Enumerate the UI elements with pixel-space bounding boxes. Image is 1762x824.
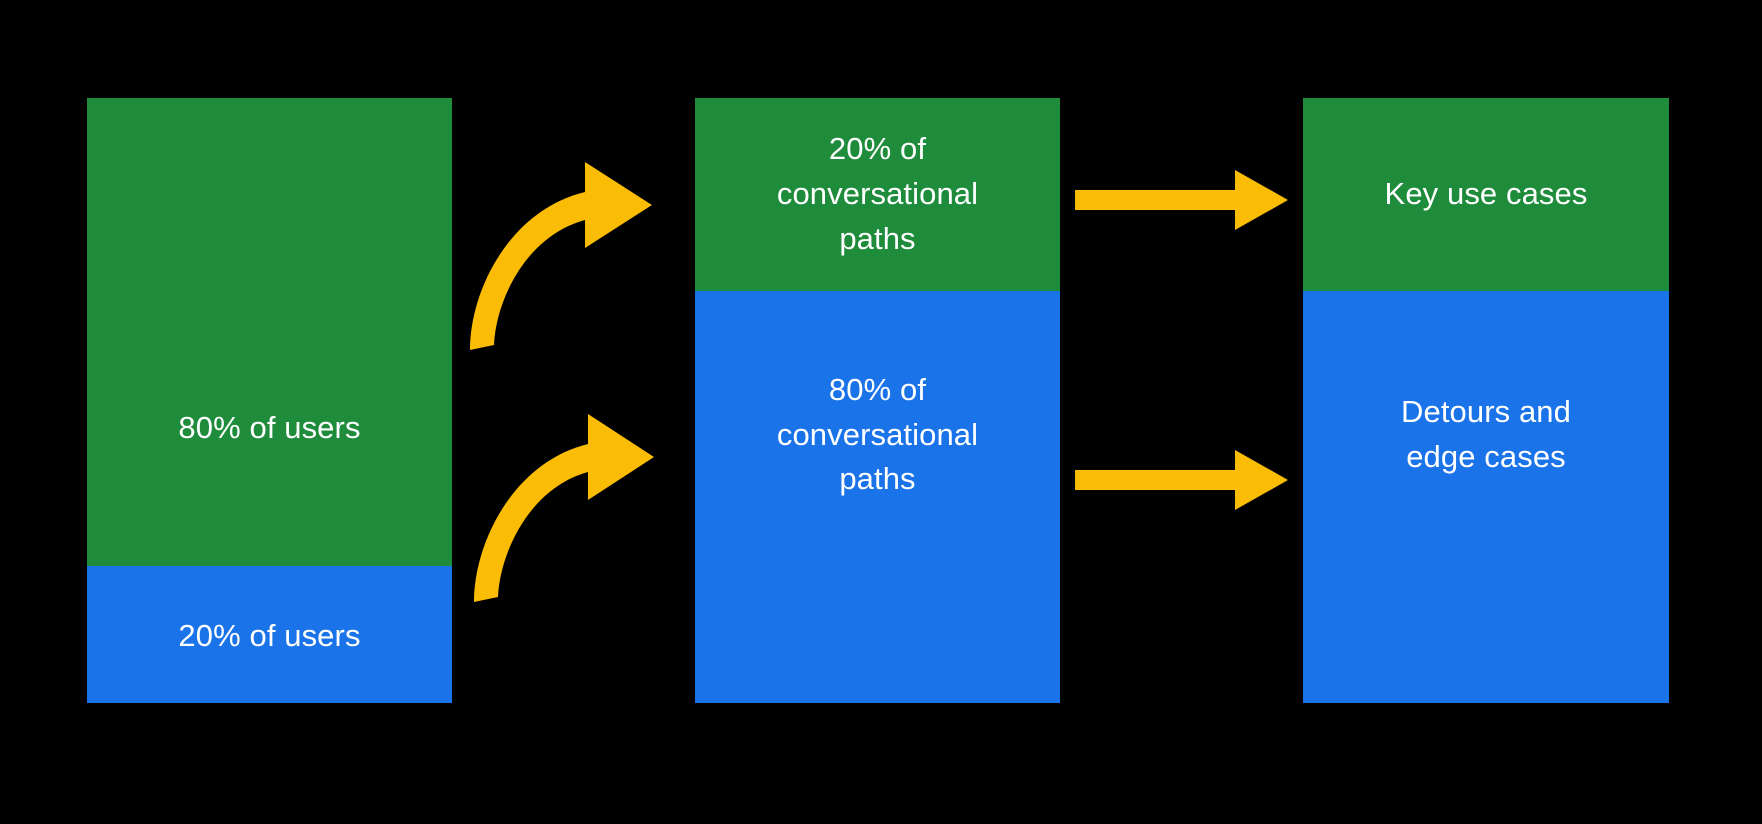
segment-paths-blue: 80% of conversational paths — [695, 291, 1060, 703]
segment-label-detours-and-edge-cases: Detours and edge cases — [1401, 394, 1571, 474]
column-users: 80% of users 20% of users — [87, 98, 452, 703]
curved-arrow-up-icon-2 — [474, 414, 654, 602]
segment-label-80-percent-users: 80% of users — [178, 409, 361, 445]
segment-label-20-percent-users: 20% of users — [178, 618, 361, 654]
curved-arrow-up-icon — [470, 162, 652, 350]
column-use-cases: Key use cases Detours and edge cases — [1303, 98, 1669, 703]
straight-arrow-right-icon-2 — [1075, 450, 1288, 510]
segment-label-80-percent-conversational-paths: 80% of conversational paths — [776, 371, 979, 497]
segment-paths-green: 20% of conversational paths — [695, 98, 1060, 291]
segment-detours-and-edge-cases: Detours and edge cases — [1303, 291, 1669, 703]
segment-key-use-cases: Key use cases — [1303, 98, 1669, 291]
segment-users-blue: 20% of users — [87, 566, 452, 703]
straight-arrow-right-icon — [1075, 170, 1288, 230]
segment-label-key-use-cases: Key use cases — [1384, 176, 1588, 212]
segment-users-green: 80% of users — [87, 98, 452, 566]
column-conversational-paths: 20% of conversational paths 80% of conve… — [695, 98, 1060, 703]
segment-label-20-percent-conversational-paths: 20% of conversational paths — [776, 131, 979, 256]
